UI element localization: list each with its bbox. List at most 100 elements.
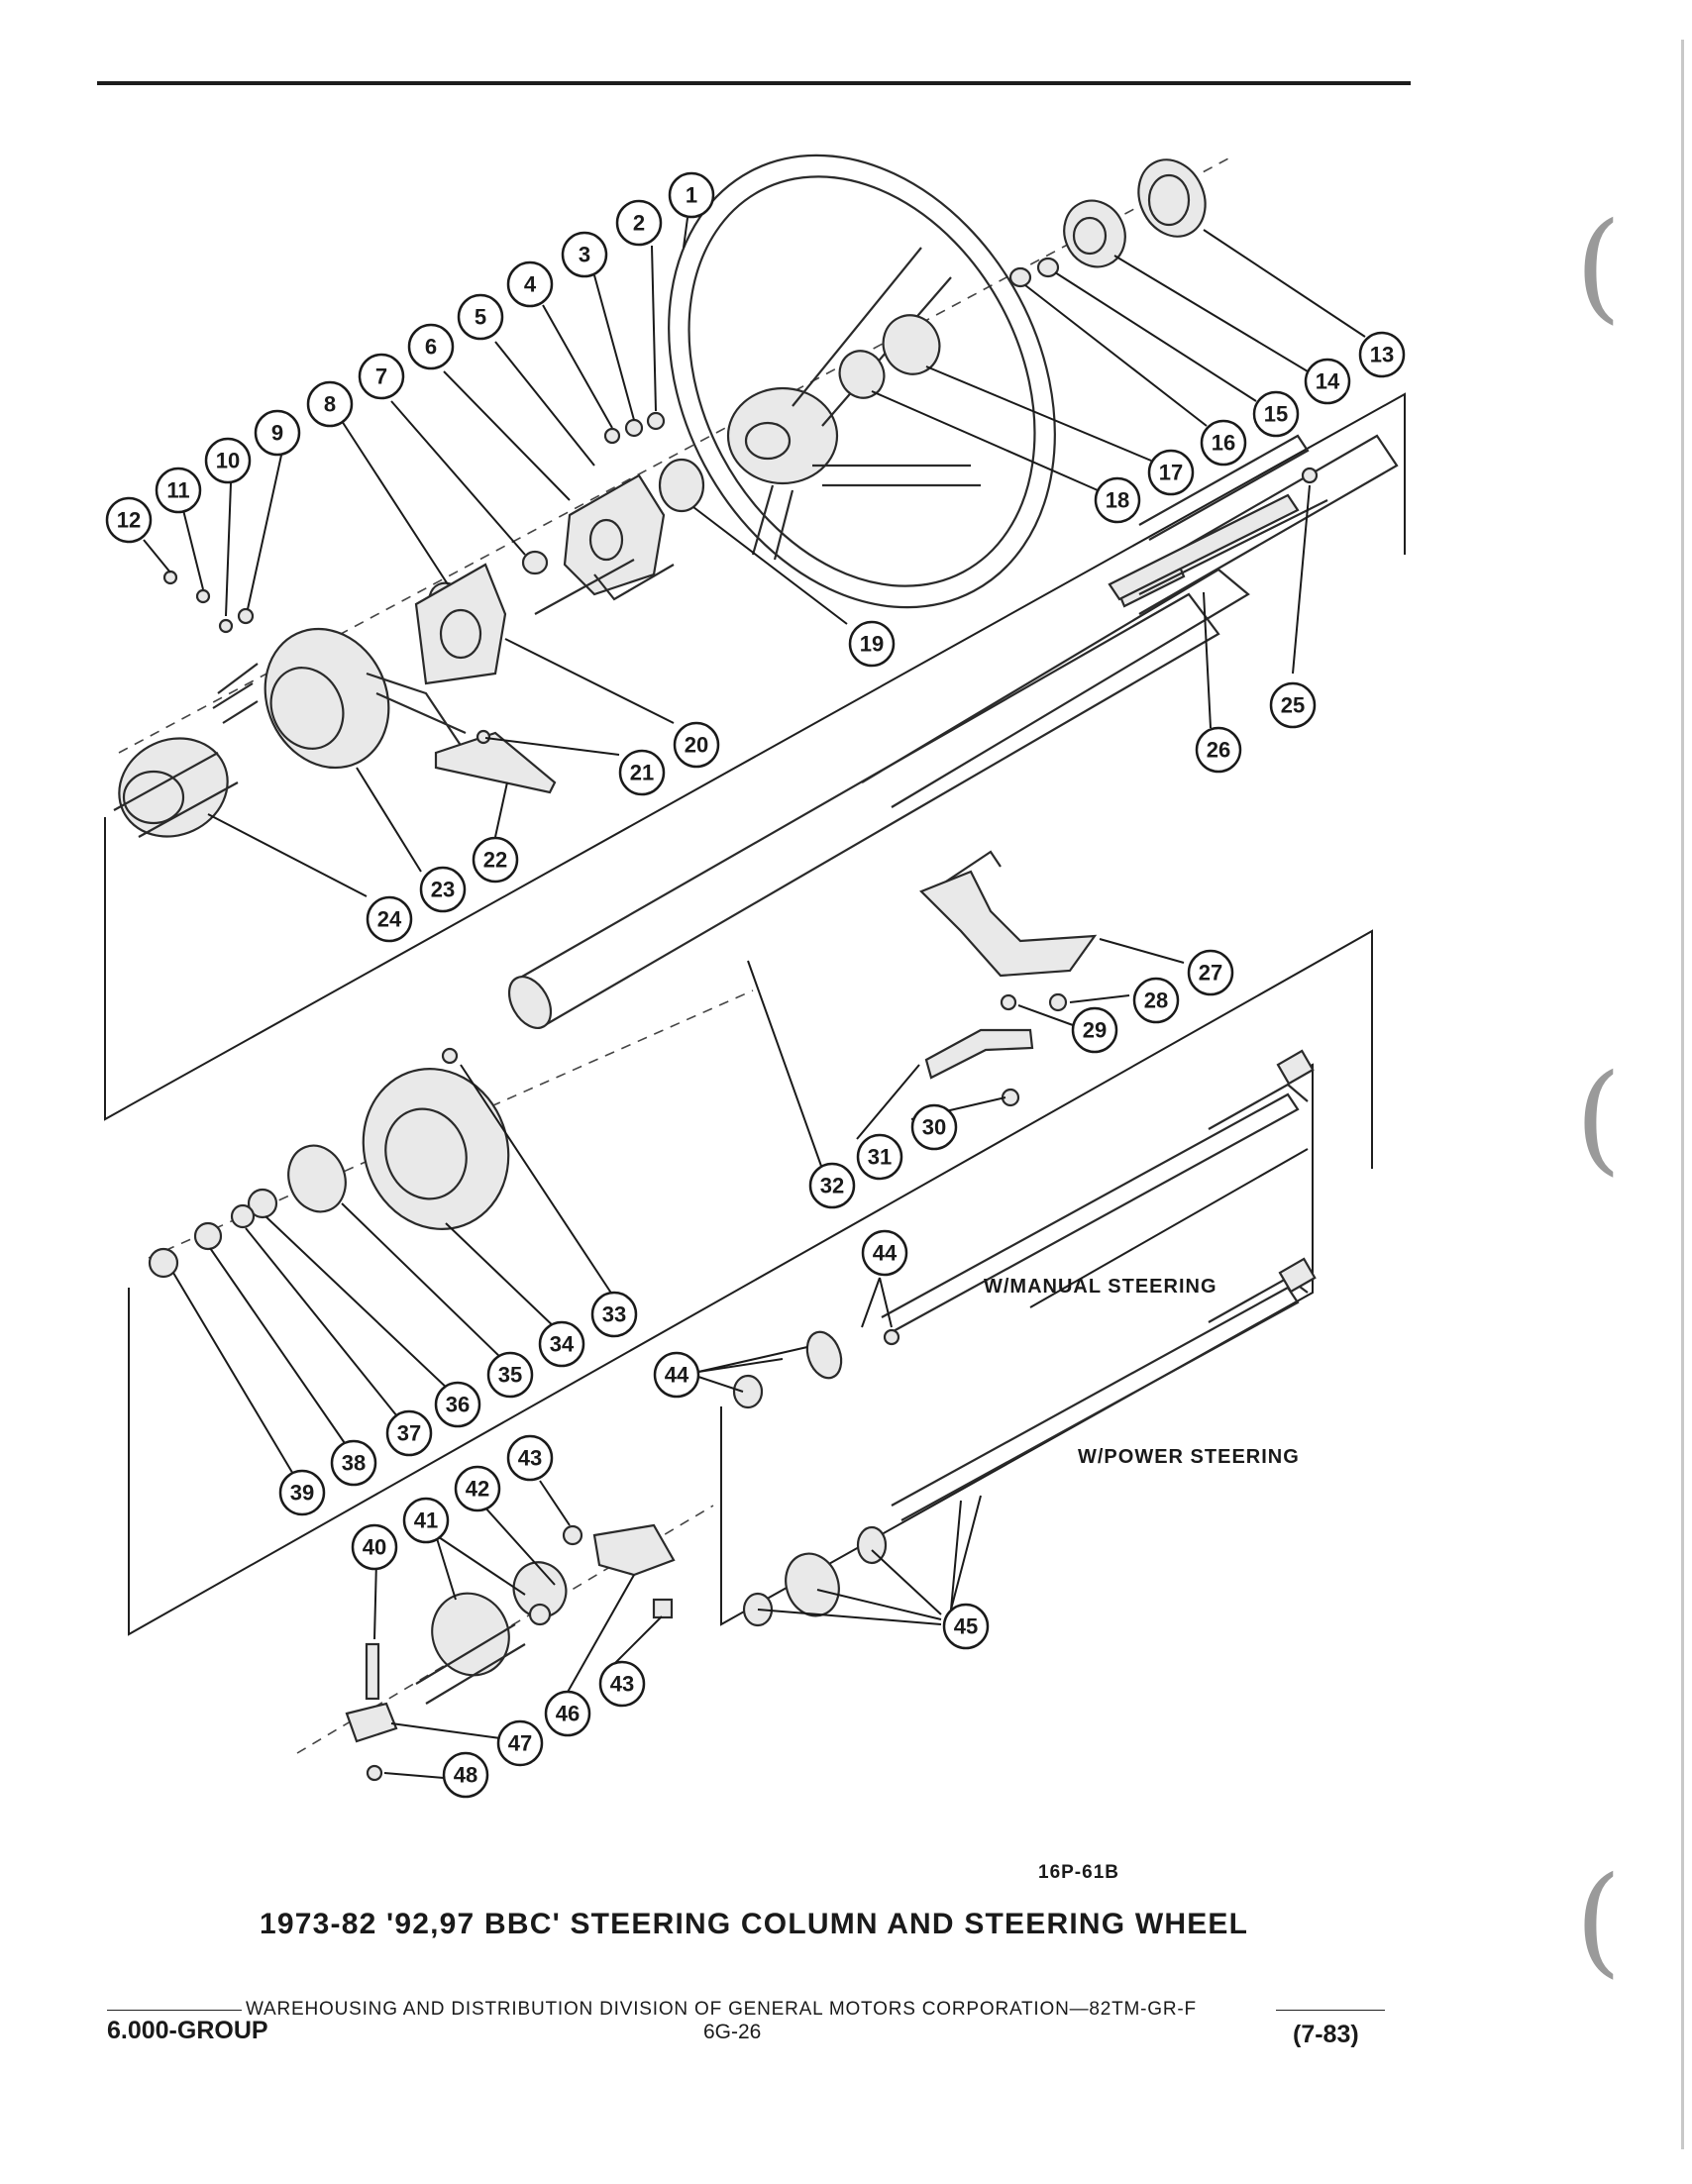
callout-10: 10 xyxy=(204,437,252,484)
svg-text:2: 2 xyxy=(633,211,645,236)
footer-rule-right xyxy=(1276,2010,1385,2011)
callout-47: 47 xyxy=(496,1719,544,1767)
svg-text:43: 43 xyxy=(518,1446,542,1471)
callout-22: 22 xyxy=(472,836,519,884)
punch-hole-top: ( xyxy=(1575,198,1622,336)
callout-3: 3 xyxy=(561,231,608,278)
footer-rule-left xyxy=(107,2010,242,2011)
callout-40: 40 xyxy=(351,1523,398,1571)
callout-30: 30 xyxy=(910,1103,958,1151)
callout-17: 17 xyxy=(1147,449,1195,496)
column-shields xyxy=(1108,434,1328,601)
mast-jacket xyxy=(507,434,1399,1029)
svg-text:11: 11 xyxy=(166,478,189,503)
callout-15: 15 xyxy=(1252,390,1300,438)
svg-text:1: 1 xyxy=(686,183,697,208)
svg-text:31: 31 xyxy=(868,1145,892,1170)
svg-text:33: 33 xyxy=(602,1302,626,1327)
svg-text:7: 7 xyxy=(375,364,387,389)
svg-text:12: 12 xyxy=(117,508,141,533)
svg-text:46: 46 xyxy=(556,1702,580,1726)
callout-9: 9 xyxy=(254,409,301,457)
svg-text:48: 48 xyxy=(454,1763,477,1788)
svg-text:3: 3 xyxy=(579,243,590,267)
callout-41: 41 xyxy=(402,1497,450,1544)
revision-date: (7-83) xyxy=(1293,2021,1359,2048)
callout-48: 48 xyxy=(442,1751,489,1799)
callout-13: 13 xyxy=(1358,331,1406,378)
power-steering-shaft xyxy=(742,1257,1317,1627)
callout-24: 24 xyxy=(366,895,413,943)
page-number: 6G-26 xyxy=(703,2021,762,2043)
callout-44-upper: 44 xyxy=(861,1229,908,1277)
callout-43-bottom: 43 xyxy=(598,1660,646,1708)
svg-text:36: 36 xyxy=(446,1393,470,1417)
svg-text:17: 17 xyxy=(1159,461,1183,485)
callout-1: 1 xyxy=(668,171,715,219)
svg-text:22: 22 xyxy=(483,848,507,873)
svg-text:15: 15 xyxy=(1264,402,1288,427)
svg-text:41: 41 xyxy=(414,1508,438,1533)
punch-hole-bottom: ( xyxy=(1575,1852,1622,1990)
svg-text:4: 4 xyxy=(524,272,537,297)
callout-39: 39 xyxy=(278,1469,326,1516)
middle-section-frame xyxy=(128,929,1373,1636)
svg-text:37: 37 xyxy=(397,1421,421,1446)
switch-housing xyxy=(212,627,557,794)
callout-5: 5 xyxy=(457,293,504,341)
callout-14: 14 xyxy=(1304,358,1351,405)
svg-text:27: 27 xyxy=(1199,961,1222,986)
svg-text:47: 47 xyxy=(508,1731,532,1756)
svg-text:21: 21 xyxy=(630,761,654,785)
svg-text:44: 44 xyxy=(665,1363,689,1388)
callout-12: 12 xyxy=(105,496,153,544)
svg-text:9: 9 xyxy=(271,421,283,446)
manual-steering-label: W/MANUAL STEERING xyxy=(984,1276,1217,1298)
callout-26: 26 xyxy=(1195,726,1242,774)
callout-44-lower: 44 xyxy=(653,1351,700,1399)
svg-text:39: 39 xyxy=(290,1481,314,1506)
callout-29: 29 xyxy=(1071,1006,1118,1054)
lower-bearing-parts xyxy=(148,1047,510,1279)
binder-edge xyxy=(1681,40,1684,2149)
svg-text:28: 28 xyxy=(1144,988,1168,1013)
svg-text:20: 20 xyxy=(685,733,708,758)
callout-16: 16 xyxy=(1200,419,1247,467)
callout-35: 35 xyxy=(486,1351,534,1399)
figure-code: 16P-61B xyxy=(1038,1862,1119,1883)
section-label: 6.000-GROUP xyxy=(107,2017,268,2044)
footer-division-line: WAREHOUSING AND DISTRIBUTION DIVISION OF… xyxy=(246,1999,1197,2020)
callout-37: 37 xyxy=(385,1409,433,1457)
callout-33: 33 xyxy=(590,1291,638,1338)
callout-27: 27 xyxy=(1187,949,1234,996)
top-rule xyxy=(97,81,1411,85)
callout-34: 34 xyxy=(538,1320,585,1368)
callout-28: 28 xyxy=(1132,977,1180,1024)
svg-text:14: 14 xyxy=(1316,369,1340,394)
callout-25: 25 xyxy=(1269,681,1317,729)
upper-section-frame xyxy=(104,392,1406,1121)
flexible-coupling xyxy=(345,1523,676,1782)
callout-43-top: 43 xyxy=(506,1434,554,1482)
callout-31: 31 xyxy=(856,1133,903,1181)
svg-text:19: 19 xyxy=(860,632,884,657)
svg-text:42: 42 xyxy=(466,1477,489,1502)
manual-steering-shaft xyxy=(732,1049,1315,1409)
callout-7: 7 xyxy=(358,353,405,400)
callout-18: 18 xyxy=(1094,476,1141,524)
svg-text:29: 29 xyxy=(1083,1018,1107,1043)
svg-text:44: 44 xyxy=(873,1241,898,1266)
svg-text:18: 18 xyxy=(1106,488,1129,513)
svg-text:40: 40 xyxy=(363,1535,386,1560)
callout-36: 36 xyxy=(434,1381,481,1428)
svg-text:32: 32 xyxy=(820,1174,844,1198)
svg-text:8: 8 xyxy=(324,392,336,417)
svg-text:16: 16 xyxy=(1212,431,1235,456)
callout-46: 46 xyxy=(544,1690,591,1737)
support-bracket xyxy=(919,850,1098,1107)
punch-hole-middle: ( xyxy=(1575,1050,1622,1188)
power-steering-label: W/POWER STEERING xyxy=(1078,1446,1300,1468)
column-cover xyxy=(113,737,239,838)
callout-20: 20 xyxy=(673,721,720,769)
